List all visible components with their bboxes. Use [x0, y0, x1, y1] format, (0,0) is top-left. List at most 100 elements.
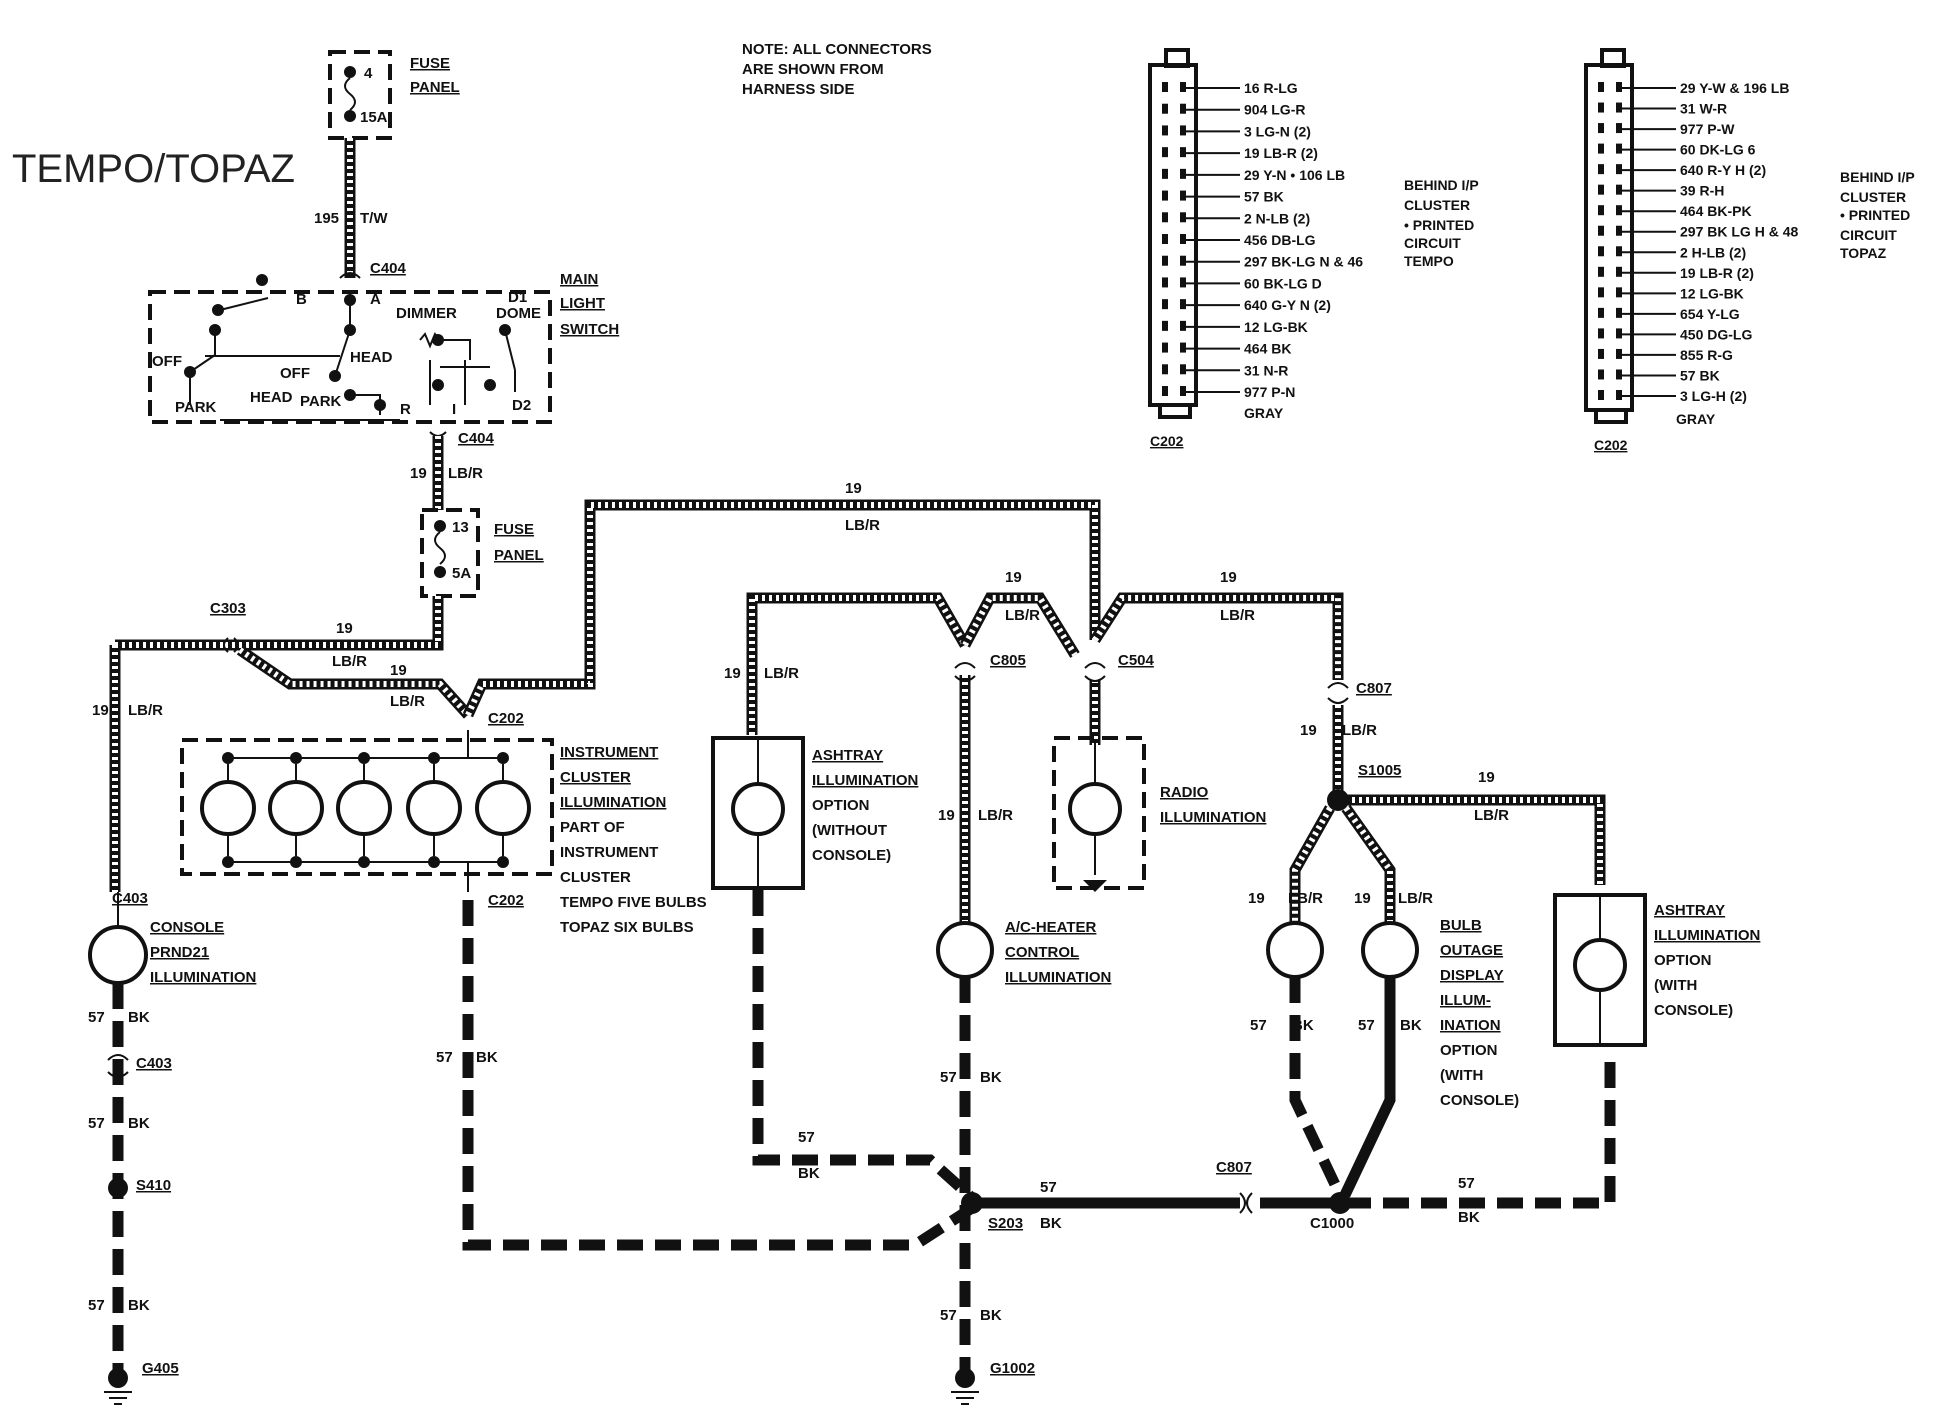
fuse-panel-mid: 13 5A FUSE PANEL	[420, 508, 544, 598]
c202-topaz-pin-left-1	[1598, 82, 1604, 92]
lbr-k: LB/R	[1474, 807, 1509, 824]
c202-tempo-pin-label-5: 29 Y-N • 106 LB	[1244, 167, 1345, 183]
c202-topaz-pin-left-12	[1598, 307, 1604, 318]
fuse-top-label-2: PANEL	[410, 79, 460, 96]
console-label-2: PRND21	[150, 944, 209, 961]
c202-tempo-pin-left-5	[1162, 168, 1168, 179]
c202-topaz-desc-3: • PRINTED	[1840, 207, 1910, 223]
w57-k: 57	[1458, 1175, 1475, 1192]
c202-tempo-pin-label-14: 31 N-R	[1244, 362, 1288, 378]
c202-topaz-pin-right-5	[1616, 164, 1622, 175]
w19-d: 19	[390, 662, 407, 679]
w57-g: 57	[1040, 1179, 1057, 1196]
ac-label-1: A/C-HEATER	[1005, 919, 1097, 936]
c202-tempo-pin-left-13	[1162, 342, 1168, 353]
outage-label-3: DISPLAY	[1440, 967, 1504, 984]
c202-tempo-desc-4: CIRCUIT	[1404, 235, 1461, 251]
bk-e: BK	[798, 1165, 820, 1182]
bk-k: BK	[1458, 1209, 1480, 1226]
c202-topaz-pin-right-1	[1616, 82, 1622, 92]
note-line-3: HARNESS SIDE	[742, 81, 855, 98]
c202-topaz-pin-left-13	[1598, 328, 1604, 339]
connector-c1000: C1000	[1310, 1215, 1354, 1232]
connector-c202-top: C202	[488, 710, 524, 727]
cluster-label-7: TEMPO FIVE BULBS	[560, 894, 707, 911]
c202-topaz-pin-left-2	[1598, 102, 1604, 113]
c202-topaz-gray: GRAY	[1676, 411, 1716, 427]
w19-c: 19	[336, 620, 353, 637]
cluster-bulb-3	[336, 752, 392, 868]
w19-j: 19	[1300, 722, 1317, 739]
switch-label-1: MAIN	[560, 271, 598, 288]
lbr-f: LB/R	[764, 665, 799, 682]
switch-label-2: LIGHT	[560, 295, 605, 312]
ashtray-illumination-2: ASHTRAY ILLUMINATION OPTION (WITH CONSOL…	[1553, 893, 1760, 1047]
connector-c403-top: C403	[112, 890, 148, 907]
cluster-bulb-2	[268, 752, 324, 868]
lbr-c: LB/R	[332, 653, 367, 670]
c202-tempo-pin-label-15: 977 P-N	[1244, 384, 1295, 400]
c202-tempo-pin-right-3	[1180, 125, 1186, 136]
c202-tempo-pin-label-3: 3 LG-N (2)	[1244, 123, 1311, 139]
c202-tempo-pin-left-15	[1162, 386, 1168, 396]
console-label-1: CONSOLE	[150, 919, 224, 936]
c202-topaz-pin-label-15: 57 BK	[1680, 367, 1720, 383]
note-line-1: NOTE: ALL CONNECTORS	[742, 41, 932, 58]
bk-f: BK	[980, 1069, 1002, 1086]
c202-topaz-pin-left-16	[1598, 390, 1604, 400]
ground-harness	[112, 890, 1616, 1372]
c202-topaz-pin-left-11	[1598, 287, 1604, 298]
note: NOTE: ALL CONNECTORS ARE SHOWN FROM HARN…	[742, 41, 932, 98]
note-line-2: ARE SHOWN FROM	[742, 61, 884, 78]
c202-topaz-pin-right-13	[1616, 328, 1622, 339]
switch-head-1: HEAD	[350, 349, 393, 366]
instrument-cluster: INSTRUMENT CLUSTER ILLUMINATION PART OF …	[180, 730, 707, 936]
cluster-label-1: INSTRUMENT	[560, 744, 658, 761]
connector-c805: C805	[990, 652, 1026, 669]
splice-s1005: S1005	[1358, 762, 1401, 779]
c202-topaz-pin-right-7	[1616, 205, 1622, 216]
lbr-m: LB/R	[1398, 890, 1433, 907]
cluster-label-5: INSTRUMENT	[560, 844, 658, 861]
outage-label-1: BULB	[1440, 917, 1482, 934]
c202-topaz-pin-left-4	[1598, 143, 1604, 154]
ashtray2-label-2: ILLUMINATION	[1654, 927, 1760, 944]
cluster-bulb-5	[475, 752, 531, 868]
ashtray2-label-1: ASHTRAY	[1654, 902, 1725, 919]
cluster-label-3: ILLUMINATION	[560, 794, 666, 811]
c202-tempo-pin-left-3	[1162, 125, 1168, 136]
ashtray1-label-1: ASHTRAY	[812, 747, 883, 764]
c202-tempo-pin-right-7	[1180, 212, 1186, 223]
connector-c807-bottom: C807	[1216, 1159, 1252, 1176]
c202-topaz-pin-label-5: 640 R-Y H (2)	[1680, 162, 1766, 178]
w57-e: 57	[798, 1129, 815, 1146]
c202-tempo-pin-label-1: 16 R-LG	[1244, 80, 1298, 96]
switch-a: A	[370, 291, 381, 308]
outage-label-5: INATION	[1440, 1017, 1501, 1034]
switch-off-1: OFF	[152, 353, 182, 370]
c202-topaz-pin-label-9: 2 H-LB (2)	[1680, 244, 1746, 260]
c202-topaz-pin-right-8	[1616, 225, 1622, 236]
connector-c202-bottom: C202	[488, 892, 524, 909]
c202-topaz-pin-right-2	[1616, 102, 1622, 113]
c202-topaz-pin-left-3	[1598, 123, 1604, 134]
c202-topaz-pin-label-4: 60 DK-LG 6	[1680, 142, 1756, 158]
w19-h: 19	[1220, 569, 1237, 586]
switch-head-2: HEAD	[250, 389, 293, 406]
ashtray1-label-2: ILLUMINATION	[812, 772, 918, 789]
c202-tempo-pin-right-12	[1180, 320, 1186, 331]
c202-tempo-pin-left-14	[1162, 364, 1168, 375]
c202-topaz-pin-label-1: 29 Y-W & 196 LB	[1680, 80, 1789, 96]
c202-tempo-pin-label-10: 60 BK-LG D	[1244, 275, 1322, 291]
connector-c403-bottom: C403	[136, 1055, 172, 1072]
c202-topaz-pin-right-3	[1616, 123, 1622, 134]
fuse-top-amp: 15A	[360, 109, 388, 126]
c202-topaz-name: C202	[1594, 437, 1628, 453]
lbr-a: LB/R	[448, 465, 483, 482]
label-g1002: G1002	[990, 1360, 1035, 1377]
ashtray1-label-3: OPTION	[812, 797, 870, 814]
radio-label-2: ILLUMINATION	[1160, 809, 1266, 826]
c202-topaz-pin-right-6	[1616, 184, 1622, 195]
lbr-e: LB/R	[845, 517, 880, 534]
